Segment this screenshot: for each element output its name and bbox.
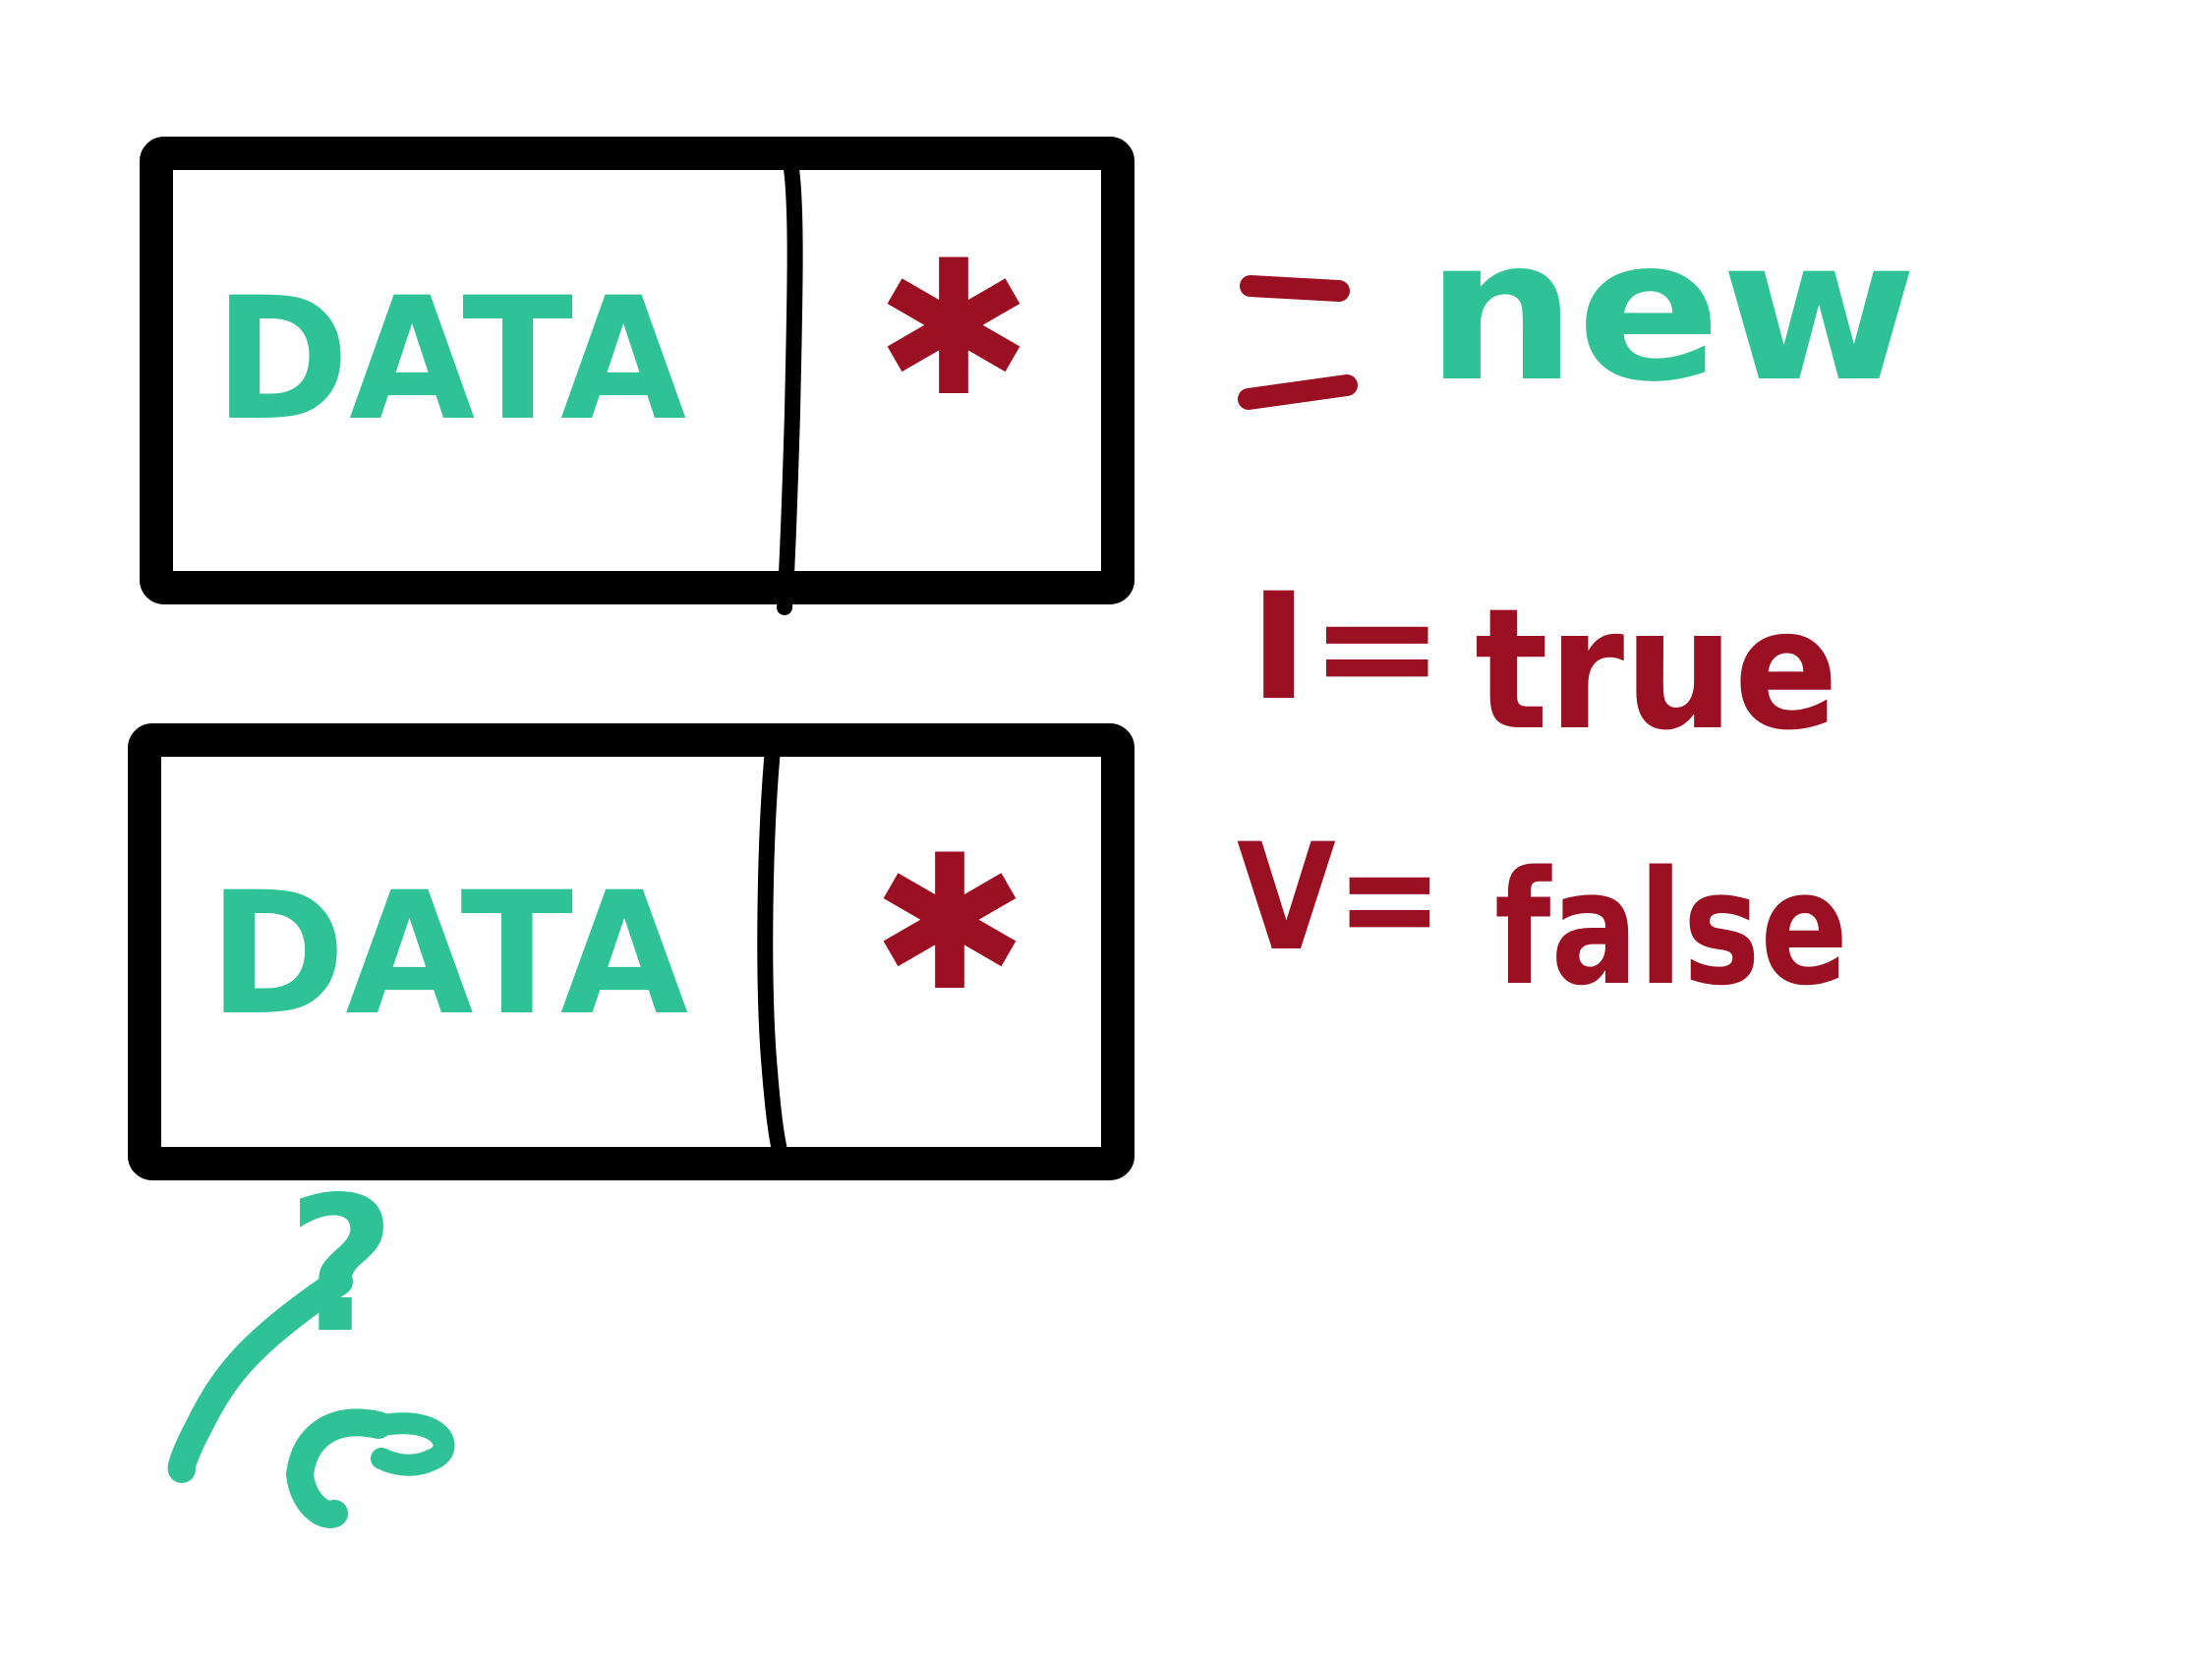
- node-2-data-label: DATA: [208, 855, 688, 1053]
- node-1-divider: [777, 149, 803, 615]
- node-2: DATA ✱: [128, 723, 1135, 1180]
- legend-false-word: false: [1494, 836, 1848, 1020]
- legend-false: V= false: [1237, 813, 1848, 1020]
- legend-false-prefix: V=: [1237, 813, 1443, 984]
- legend: new I= true V= false: [1237, 197, 1917, 1020]
- node-2-divider: [757, 741, 789, 1166]
- node-1-pointer-star: ✱: [875, 220, 1031, 437]
- legend-true: I= true: [1249, 562, 1838, 768]
- node-2-pointer-star: ✱: [871, 815, 1027, 1032]
- legend-new: new: [1238, 197, 1917, 426]
- node-2-box: [128, 723, 1135, 1180]
- node-1-box: [140, 137, 1135, 604]
- node-1: DATA ✱: [140, 137, 1135, 615]
- legend-true-prefix: I=: [1249, 562, 1445, 733]
- legend-new-equals-bottom: [1238, 374, 1358, 410]
- legend-true-word: true: [1475, 573, 1838, 768]
- question-arrow-stroke: [167, 1268, 353, 1483]
- question-mark: ?: [287, 1157, 395, 1374]
- question-arrow-hook-tail: [371, 1412, 455, 1476]
- question-arrow-hook: [285, 1408, 392, 1528]
- node-1-data-label: DATA: [214, 260, 686, 458]
- question-arrow: ?: [167, 1157, 455, 1528]
- legend-new-word: new: [1426, 197, 1917, 426]
- legend-new-equals-top: [1240, 275, 1350, 302]
